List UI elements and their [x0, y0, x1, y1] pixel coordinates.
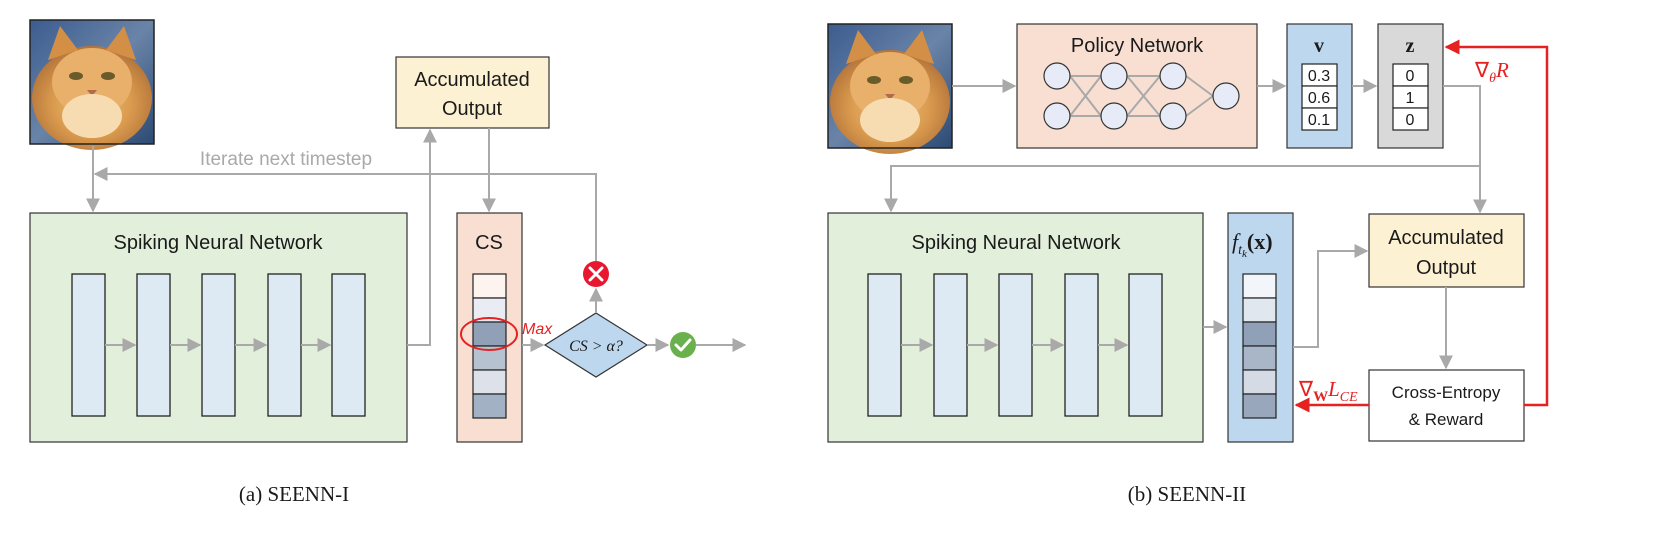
v-value: 0.6	[1308, 90, 1330, 107]
snn-layer	[201, 273, 236, 417]
z-value: 0	[1406, 68, 1415, 85]
reject-icon	[583, 261, 609, 287]
policy-network-graph	[1043, 62, 1240, 130]
decision-label: CS > α?	[569, 338, 623, 355]
snn-layer	[1128, 273, 1163, 417]
snn-title: Spiking Neural Network	[912, 232, 1122, 254]
z-value: 1	[1406, 90, 1415, 107]
caption-a: (a) SEENN-I	[239, 482, 349, 506]
max-highlight-ellipse	[460, 317, 518, 351]
neuron	[1100, 62, 1128, 90]
panel-b: Policy Network	[827, 23, 1549, 506]
snn-layer	[998, 273, 1033, 417]
v-label: v	[1314, 35, 1324, 57]
gradient-arrows	[1294, 39, 1549, 413]
accumulated-output-label: Accumulated	[414, 69, 530, 91]
neuron	[1212, 82, 1240, 110]
accumulated-output-label: Output	[1416, 257, 1476, 279]
snn-layer	[867, 273, 902, 417]
cs-label: CS	[475, 232, 503, 254]
accumulated-output-box	[1368, 213, 1525, 288]
cs-cell	[472, 393, 507, 419]
accept-icon	[670, 332, 696, 358]
decision-diamond	[543, 312, 649, 378]
snn-title: Spiking Neural Network	[114, 232, 324, 254]
cat-input-image	[29, 19, 155, 151]
snn-layer	[331, 273, 366, 417]
output-cell	[1242, 273, 1277, 299]
cs-vector	[472, 273, 507, 419]
z-vector-cells: 0 1 0	[1392, 63, 1429, 131]
output-vector-label: ftk(x)	[1232, 229, 1273, 260]
caption-b: (b) SEENN-II	[1128, 482, 1246, 506]
accumulated-output-label: Accumulated	[1388, 227, 1504, 249]
z-value: 0	[1406, 112, 1415, 129]
policy-network-title: Policy Network	[1071, 35, 1204, 57]
z-label: z	[1406, 35, 1415, 57]
max-label: Max	[522, 321, 553, 338]
iterate-next-timestep-label: Iterate next timestep	[200, 149, 372, 170]
neuron	[1159, 102, 1187, 130]
neuron	[1043, 102, 1071, 130]
panel-a-arrows	[86, 128, 747, 352]
cross-entropy-reward-box	[1368, 369, 1525, 442]
cs-cell	[472, 369, 507, 395]
neuron	[1159, 62, 1187, 90]
cs-cell	[472, 273, 507, 299]
cross-entropy-label: & Reward	[1409, 410, 1484, 429]
accumulated-output-box	[395, 56, 550, 129]
snn-layer	[267, 273, 302, 417]
neuron	[1043, 62, 1071, 90]
v-value: 0.3	[1308, 68, 1330, 85]
snn-layer	[933, 273, 968, 417]
panel-a: Spiking Neural Network Accumulated Outpu…	[29, 19, 747, 506]
output-vector	[1242, 273, 1277, 419]
output-cell	[1242, 297, 1277, 323]
grad-theta-r-label: ∇θR	[1474, 58, 1509, 86]
panel-b-arrows	[884, 79, 1487, 370]
snn-layer	[136, 273, 171, 417]
snn-layer	[71, 273, 106, 417]
output-cell	[1242, 393, 1277, 419]
accumulated-output-label: Output	[442, 98, 502, 120]
output-cell	[1242, 321, 1277, 347]
cat-input-image	[827, 23, 953, 155]
v-vector-cells: 0.3 0.6 0.1	[1301, 63, 1338, 131]
cross-entropy-label: Cross-Entropy	[1392, 383, 1501, 402]
output-cell	[1242, 369, 1277, 395]
cs-cell	[472, 321, 507, 347]
snn-layer	[1064, 273, 1099, 417]
v-value: 0.1	[1308, 112, 1330, 129]
cs-cell	[472, 345, 507, 371]
snn-layers	[71, 273, 366, 417]
output-cell	[1242, 345, 1277, 371]
neuron	[1100, 102, 1128, 130]
grad-w-lce-label: ∇WLCE	[1298, 377, 1358, 405]
snn-layers	[867, 273, 1163, 417]
